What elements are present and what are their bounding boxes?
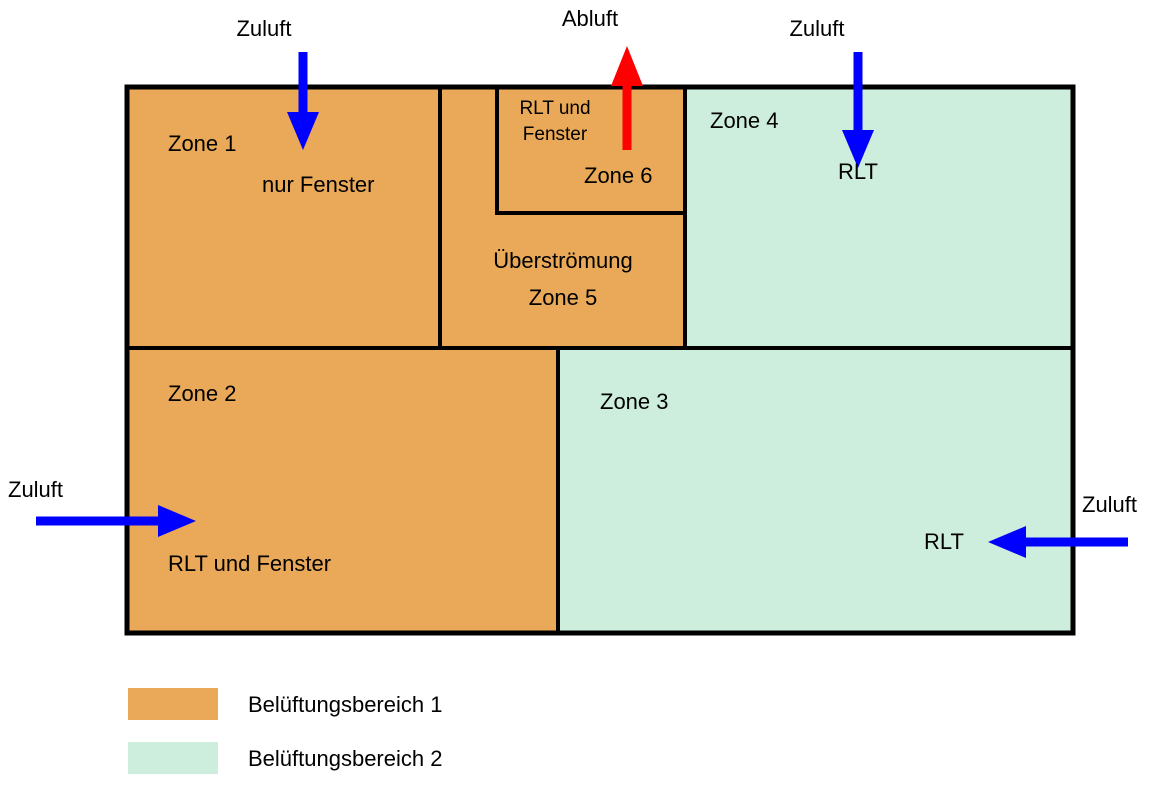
abluft-label-zone6: Abluft [561,6,619,31]
zuluft-label-zone2: Zuluft [8,477,64,502]
zone6-type-line1: RLT und [519,98,591,119]
zone3-name: Zone 3 [600,389,669,414]
legend-swatch-area1 [128,688,218,720]
zone2-type: RLT und Fenster [168,551,332,576]
zuluft-arrow-zone4 [842,52,874,168]
zone4-type: RLT [838,159,878,184]
zone5-type: Überströmung [493,248,633,273]
zone1-name: Zone 1 [168,131,237,156]
zone4-name: Zone 4 [710,108,779,133]
zuluft-label-zone4: Zuluft [789,16,845,41]
zuluft-arrow-zone3 [988,526,1128,558]
zone6-name: Zone 6 [584,163,653,188]
zone6-area [495,85,687,215]
legend-label-area2: Belüftungsbereich 2 [248,746,443,771]
zone5-name: Zone 5 [528,285,598,310]
legend-swatch-area2 [128,742,218,774]
building-outline [124,84,1076,636]
zone2-area [125,346,560,635]
zone6-type-line2: Fenster [522,123,588,145]
zone1-type: nur Fenster [262,172,375,197]
zuluft-label-zone3: Zuluft [1082,492,1138,517]
zuluft-arrow-zone1 [287,52,319,150]
zuluft-label-zone1: Zuluft [236,16,292,41]
legend-label-area1: Belüftungsbereich 1 [248,692,443,717]
abluft-arrow-zone6 [611,46,643,150]
zone2-name: Zone 2 [168,381,237,406]
zone3-type: RLT [924,529,964,554]
zuluft-arrow-zone2 [36,505,196,537]
zone3-area [556,346,1075,635]
zone6-type: RLT und Fenster [502,96,608,147]
zone1-area [125,85,442,350]
